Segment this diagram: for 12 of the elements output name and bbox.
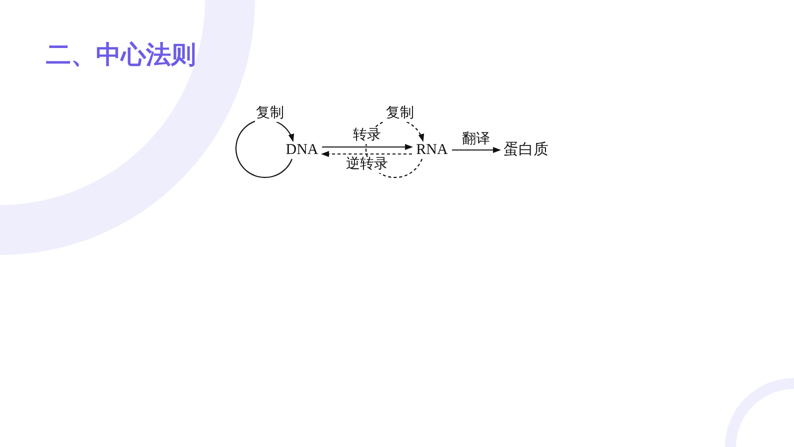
node-label: 蛋白质 (502, 141, 550, 159)
edge-label: 复制 (385, 106, 415, 122)
edge-label: 转录 (352, 128, 382, 144)
arrow (322, 144, 413, 150)
arrow (452, 147, 501, 153)
arrow (321, 151, 412, 157)
edge-label: 逆转录 (345, 157, 389, 173)
slide-title: 二、中心法则 (46, 40, 196, 70)
node-label: RNA (414, 141, 450, 159)
edge-label: 翻译 (461, 132, 491, 148)
edge-label: 复制 (255, 106, 285, 122)
node-label: DNA (284, 141, 320, 159)
